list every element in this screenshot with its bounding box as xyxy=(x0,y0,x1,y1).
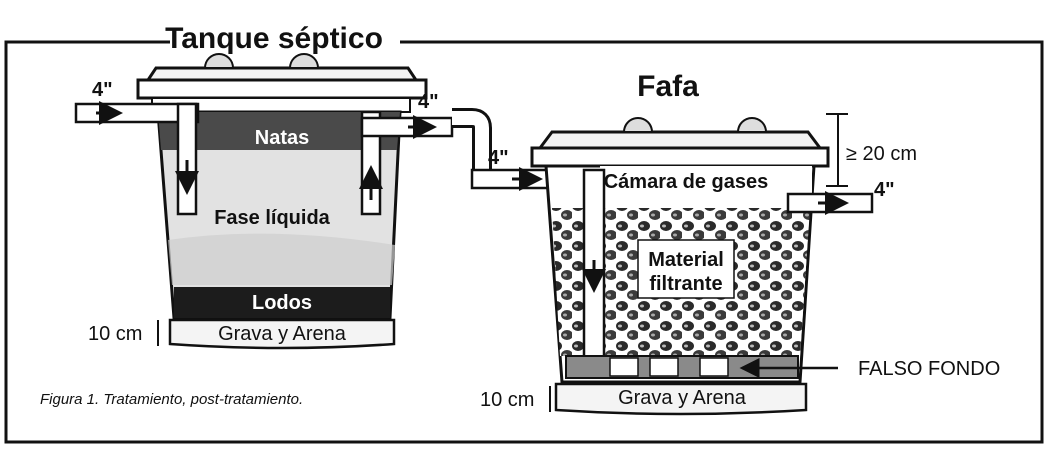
septic-lid-rim xyxy=(136,78,428,100)
filter-label-line2: filtrante xyxy=(649,273,722,295)
septic-tank-title: Tanque séptico xyxy=(165,22,383,55)
false-bottom-slot xyxy=(699,357,729,377)
septic-base-label: Grava y Arena xyxy=(218,323,347,345)
septic-inlet-size: 4" xyxy=(92,79,113,101)
fafa-lid-dome xyxy=(736,117,768,133)
septic-inlet-tee xyxy=(176,102,198,216)
fafa-lid-dome xyxy=(622,117,654,133)
false-bottom-slot xyxy=(609,357,639,377)
septic-lid-top xyxy=(145,66,419,82)
septic-lid-dome xyxy=(203,53,235,69)
scum-layer xyxy=(158,112,400,150)
gas-chamber-label: Cámara de gases xyxy=(604,171,769,193)
gas-height-label: ≥ 20 cm xyxy=(846,143,917,165)
septic-lid-dome xyxy=(288,53,320,69)
septic-outlet-size: 4" xyxy=(418,91,439,113)
sludge-label: Lodos xyxy=(252,292,312,314)
septic-tank: Tanque séptico 4" 4" Natas Fase líquida … xyxy=(74,22,454,350)
scum-label: Natas xyxy=(255,127,309,149)
septic-outlet-pipe xyxy=(360,116,454,138)
sludge-layer xyxy=(174,287,390,318)
fafa-base xyxy=(554,382,808,416)
gas-chamber xyxy=(600,166,812,204)
fafa-lid-rim xyxy=(530,146,830,168)
septic-base-height: 10 cm xyxy=(88,323,142,345)
fafa-title: Fafa xyxy=(637,70,699,103)
liquid-shade xyxy=(168,233,395,285)
fafa-base-label: Grava y Arena xyxy=(618,387,747,409)
figure-frame xyxy=(4,40,1044,444)
false-bottom-label: FALSO FONDO xyxy=(858,358,1000,380)
fafa-outlet-size: 4" xyxy=(874,179,895,201)
fafa-base-height: 10 cm xyxy=(480,389,534,411)
fafa-inlet-size: 4" xyxy=(488,147,509,169)
false-bottom-slot xyxy=(649,357,679,377)
filter-label-line1: Material xyxy=(648,249,724,271)
figure-caption: Figura 1. Tratamiento, post-tratamiento. xyxy=(40,391,303,408)
title-backdrop xyxy=(170,20,400,50)
liquid-phase-label: Fase líquida xyxy=(214,207,330,229)
filter-label-box xyxy=(637,239,735,299)
septic-base xyxy=(168,318,396,350)
fafa-filter: Fafa 4" 4" Cámara d xyxy=(480,70,1000,416)
fafa-lid-top xyxy=(537,130,823,150)
